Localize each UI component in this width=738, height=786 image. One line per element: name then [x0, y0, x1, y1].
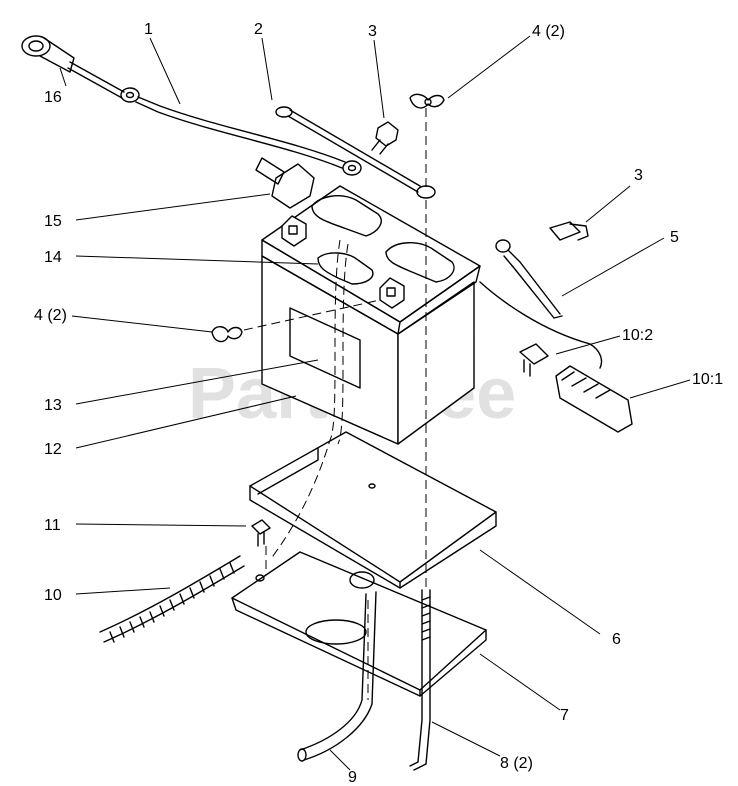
- part-1-cable: [67, 61, 362, 176]
- part-5-cable: [495, 239, 563, 319]
- callout-10: 10: [44, 587, 62, 604]
- part-8-j-bolt: [409, 589, 431, 771]
- callout-3-right: 3: [634, 167, 643, 184]
- callout-5: 5: [670, 229, 679, 246]
- part-3-bolt-right: [549, 221, 589, 241]
- callout-4-top: 4 (2): [532, 23, 565, 40]
- callout-12: 12: [44, 441, 62, 458]
- callout-3-top: 3: [368, 23, 377, 40]
- callout-9: 9: [348, 769, 357, 786]
- leader-lines: [59, 35, 691, 771]
- part-6-battery-tray: [249, 431, 497, 589]
- callout-13: 13: [44, 397, 62, 414]
- part-10-1-fuse-holder: [479, 281, 633, 433]
- callout-2: 2: [254, 21, 263, 38]
- callout-7: 7: [560, 707, 569, 724]
- part-4-wing-nut-left: [211, 326, 243, 343]
- assembly-lines: [243, 108, 427, 700]
- callout-10-2: 10:2: [622, 327, 653, 344]
- callout-15: 15: [44, 213, 62, 230]
- part-15-terminal-cover: [255, 157, 315, 209]
- part-10-wire-loom: [99, 555, 245, 643]
- callout-1: 1: [144, 21, 153, 38]
- callout-11: 11: [44, 517, 61, 534]
- callout-6: 6: [612, 631, 621, 648]
- part-16-terminal-boot: [21, 35, 75, 73]
- callout-16: 16: [44, 89, 62, 106]
- callout-8: 8 (2): [500, 755, 533, 772]
- callout-4-left: 4 (2): [34, 307, 67, 324]
- part-3-bolt-top: [371, 121, 399, 155]
- part-7-bracket: [231, 551, 487, 697]
- part-2-strap: [275, 106, 436, 199]
- part-4-wing-nut-top: [409, 93, 445, 109]
- part-9-hose: [297, 591, 377, 762]
- callout-10-1: 10:1: [692, 371, 723, 388]
- part-10-2-fuse: [519, 343, 549, 377]
- callout-labels: 1 2 3 4 (2) 3 5 16 15 14 4 (2) 10:2 10:1…: [34, 21, 723, 786]
- part-11-bolt: [251, 519, 271, 547]
- callout-14: 14: [44, 249, 62, 266]
